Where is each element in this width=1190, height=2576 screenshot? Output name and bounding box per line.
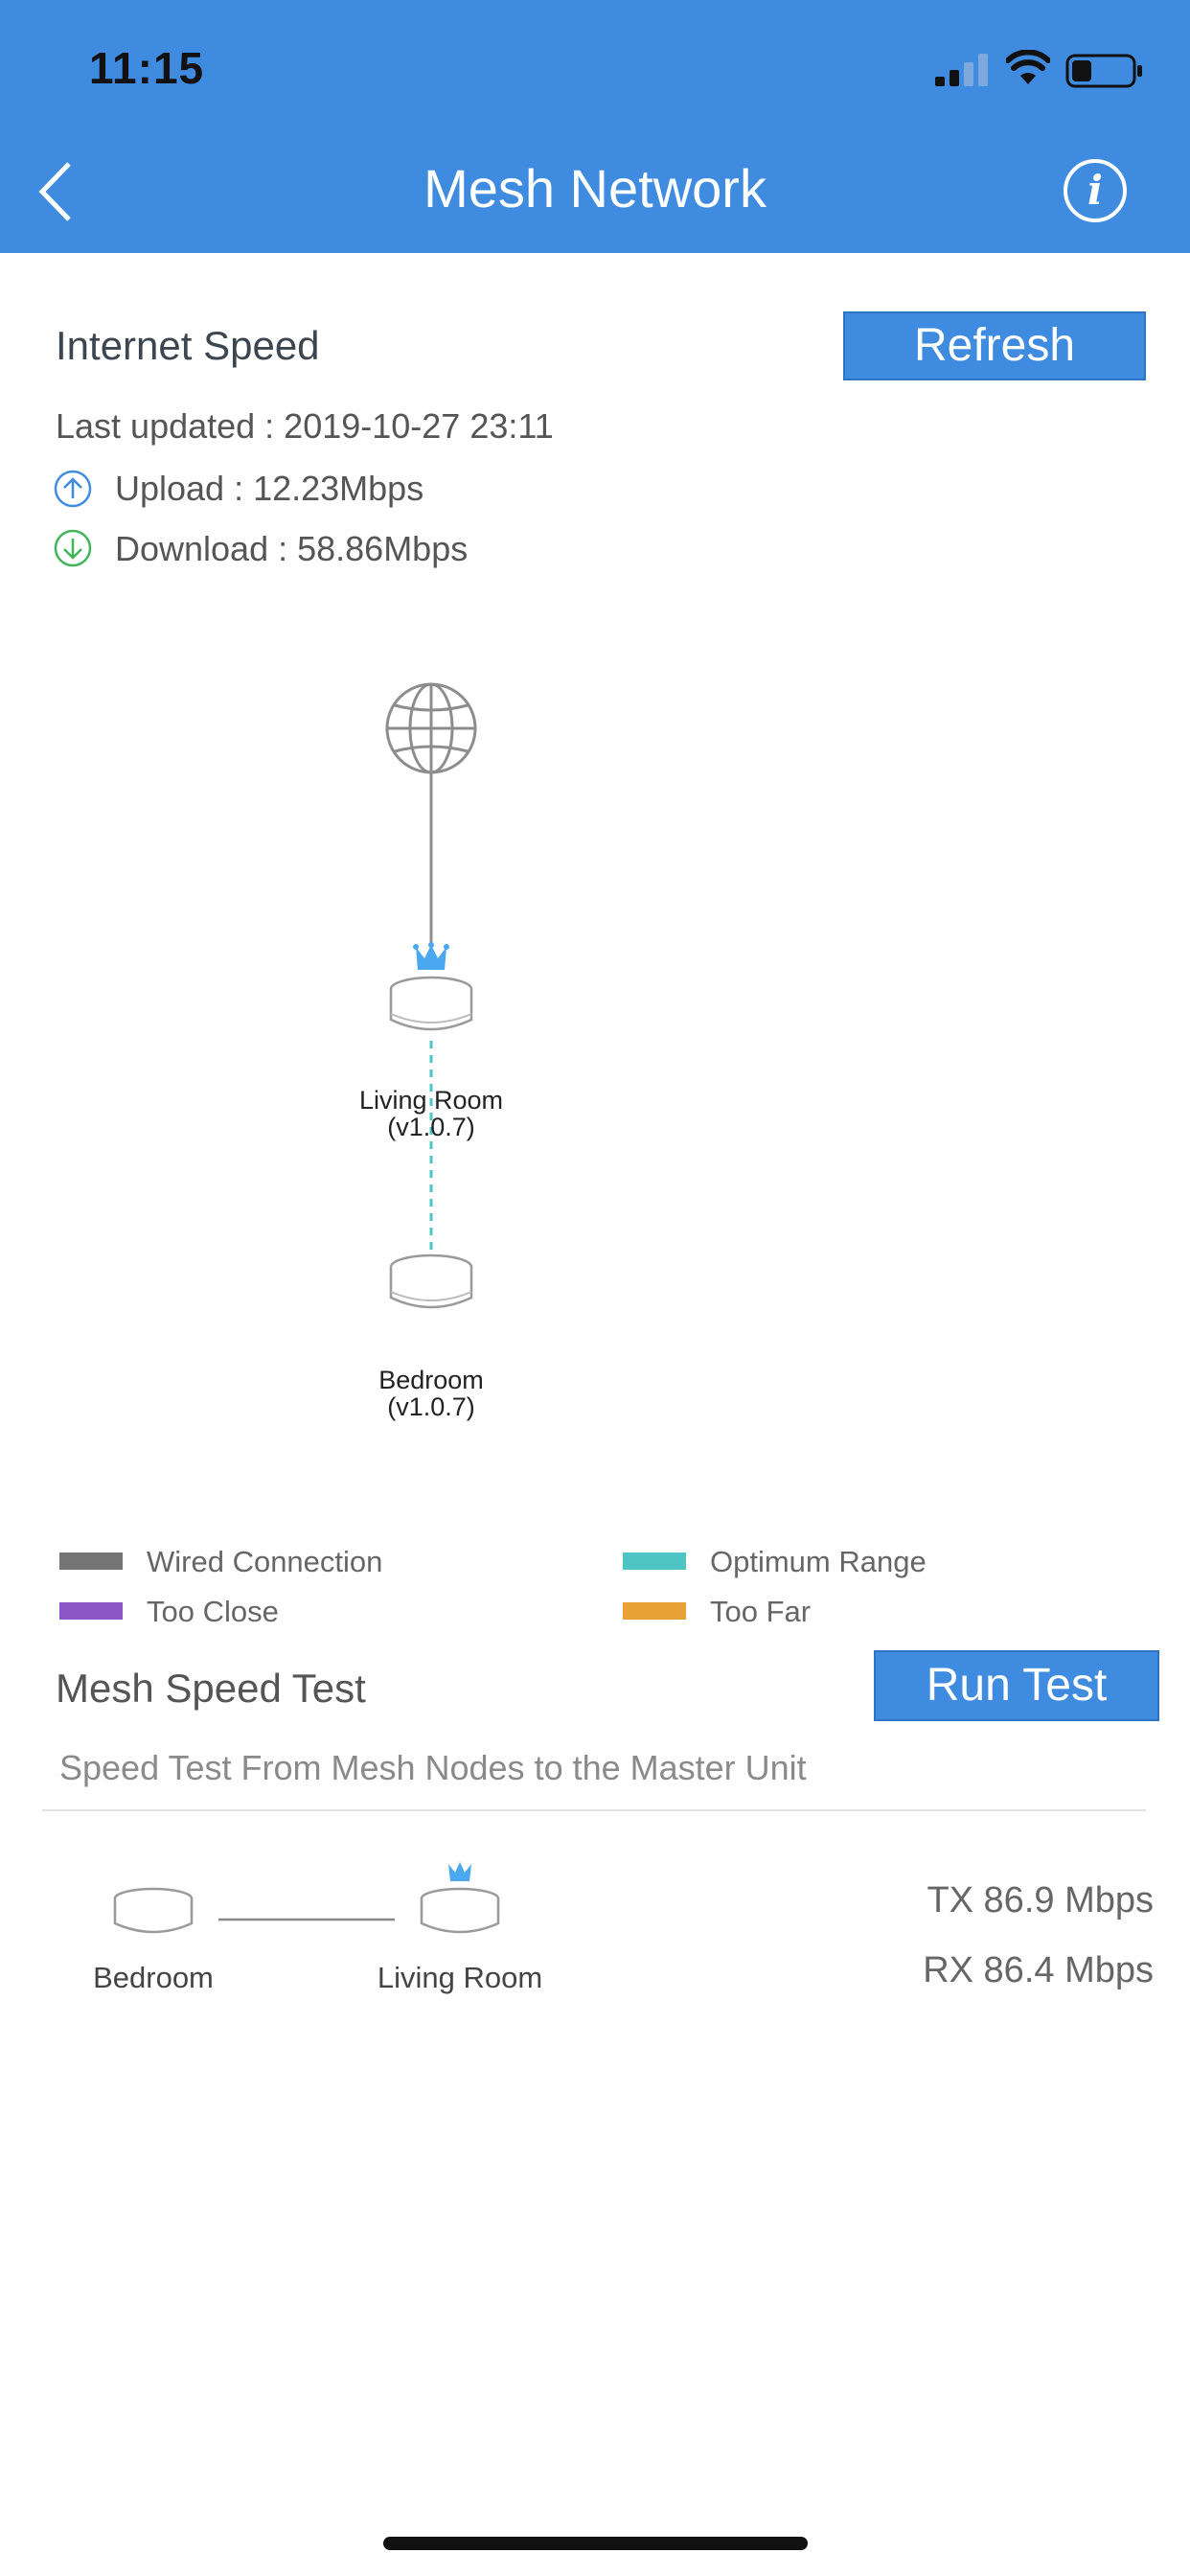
run-test-button[interactable]: Run Test [874, 1650, 1159, 1721]
last-updated-text: Last updated : 2019-10-27 23:11 [56, 406, 554, 446]
page-title: Mesh Network [423, 158, 767, 218]
living-room-small-router-icon [420, 1887, 500, 1934]
globe-icon [385, 682, 477, 774]
legend-too-far-label: Too Far [710, 1595, 812, 1628]
upload-arrow-icon [54, 470, 92, 508]
app-header [0, 0, 1190, 253]
living-room-node-version: (v1.0.7) [387, 1113, 475, 1141]
home-indicator[interactable] [383, 2537, 808, 2550]
mesh-link-diagram [113, 1862, 500, 1934]
legend-wired-swatch [59, 1552, 123, 1570]
internet-speed-title: Internet Speed [56, 323, 320, 368]
rx-rate: RX 86.4 Mbps [923, 1950, 1154, 1990]
living-room-router-icon [389, 976, 473, 1031]
upload-speed: Upload : 12.23Mbps [115, 469, 424, 508]
mesh-speed-test-title: Mesh Speed Test [56, 1666, 366, 1711]
cellular-signal-icon [935, 54, 988, 86]
download-speed: Download : 58.86Mbps [115, 529, 469, 568]
battery-icon [1065, 54, 1142, 88]
mesh-from-node-label: Bedroom [93, 1961, 214, 1994]
legend-optimum-label: Optimum Range [710, 1545, 927, 1578]
small-crown-icon [448, 1862, 471, 1881]
wifi-icon [1006, 50, 1050, 84]
legend-too-close-swatch [59, 1602, 123, 1620]
bedroom-node-name: Bedroom [378, 1366, 484, 1394]
info-icon: i [1087, 167, 1103, 214]
legend-wired-label: Wired Connection [147, 1545, 383, 1578]
back-chevron-icon[interactable] [33, 158, 80, 225]
tx-rate: TX 86.9 Mbps [927, 1880, 1154, 1920]
mesh-test-subtitle: Speed Test From Mesh Nodes to the Master… [59, 1748, 807, 1787]
topology-diagram [385, 682, 477, 1309]
status-time: 11:15 [89, 43, 205, 93]
legend-too-far-swatch [623, 1602, 686, 1620]
bedroom-node-version: (v1.0.7) [387, 1392, 475, 1421]
legend-too-close-label: Too Close [147, 1595, 279, 1628]
mesh-to-node-label: Living Room [377, 1961, 543, 1994]
master-crown-icon [413, 942, 449, 970]
bedroom-small-router-icon [113, 1887, 194, 1934]
legend-optimum-swatch [623, 1552, 686, 1570]
bedroom-router-icon [389, 1254, 473, 1309]
living-room-node-name: Living Room [358, 1086, 504, 1115]
section-divider [42, 1809, 1146, 1811]
refresh-button[interactable]: Refresh [843, 311, 1146, 380]
download-arrow-icon [54, 529, 92, 567]
info-button[interactable]: i [1064, 159, 1127, 222]
